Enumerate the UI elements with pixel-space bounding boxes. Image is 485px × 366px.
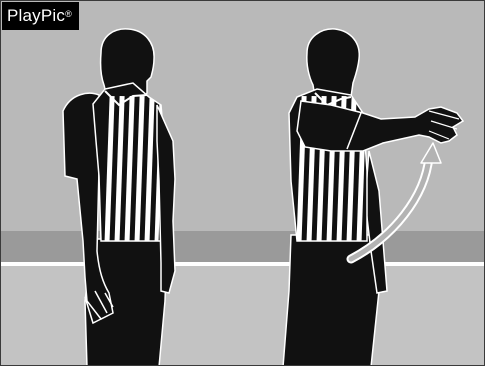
wall-band xyxy=(1,231,485,263)
brand-badge: PlayPic® xyxy=(2,2,79,30)
registered-mark: ® xyxy=(65,9,72,19)
brand-name: PlayPic xyxy=(7,6,65,25)
court-line xyxy=(1,262,485,266)
court-floor xyxy=(1,263,485,366)
